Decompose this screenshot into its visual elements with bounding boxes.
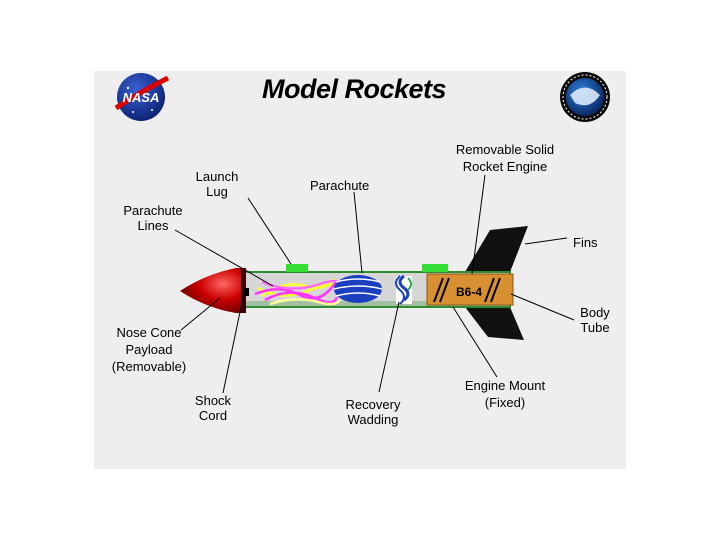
recovery-wadding bbox=[395, 274, 412, 305]
leader-fins bbox=[524, 237, 568, 245]
nasa-logo: NASA bbox=[114, 73, 170, 121]
launch-lug bbox=[286, 264, 308, 272]
leader-engine-mount bbox=[452, 306, 498, 378]
emblem-logo bbox=[560, 72, 610, 122]
nasa-logo-text: NASA bbox=[123, 90, 160, 105]
diagram-title: Model Rockets bbox=[262, 74, 447, 104]
label-engine-mount: Engine Mount(Fixed) bbox=[464, 378, 546, 410]
rocket-engine: B6-4 bbox=[426, 273, 514, 306]
lower-fin bbox=[465, 307, 524, 340]
launch-lug-rear bbox=[422, 264, 448, 272]
label-parachute: Parachute bbox=[310, 178, 370, 193]
engine-code-label: B6-4 bbox=[456, 285, 482, 299]
label-fins: Fins bbox=[573, 235, 598, 250]
leader-parachute bbox=[353, 191, 363, 274]
payload-hook bbox=[244, 288, 249, 296]
leader-removable-engine bbox=[471, 174, 486, 275]
diagram-background bbox=[94, 71, 626, 469]
leader-recovery-wadding bbox=[378, 301, 400, 393]
parachute bbox=[333, 275, 383, 303]
leader-parachute-lines bbox=[174, 229, 274, 287]
leader-launch-lug bbox=[247, 197, 292, 265]
upper-fin bbox=[465, 226, 528, 272]
label-nose-cone-payload: Nose Cone Payload (Removable) bbox=[111, 325, 187, 374]
nose-cone bbox=[180, 268, 246, 313]
leader-shock-cord bbox=[222, 292, 245, 394]
leader-body-tube bbox=[510, 293, 575, 321]
leader-nose-cone bbox=[180, 297, 221, 331]
